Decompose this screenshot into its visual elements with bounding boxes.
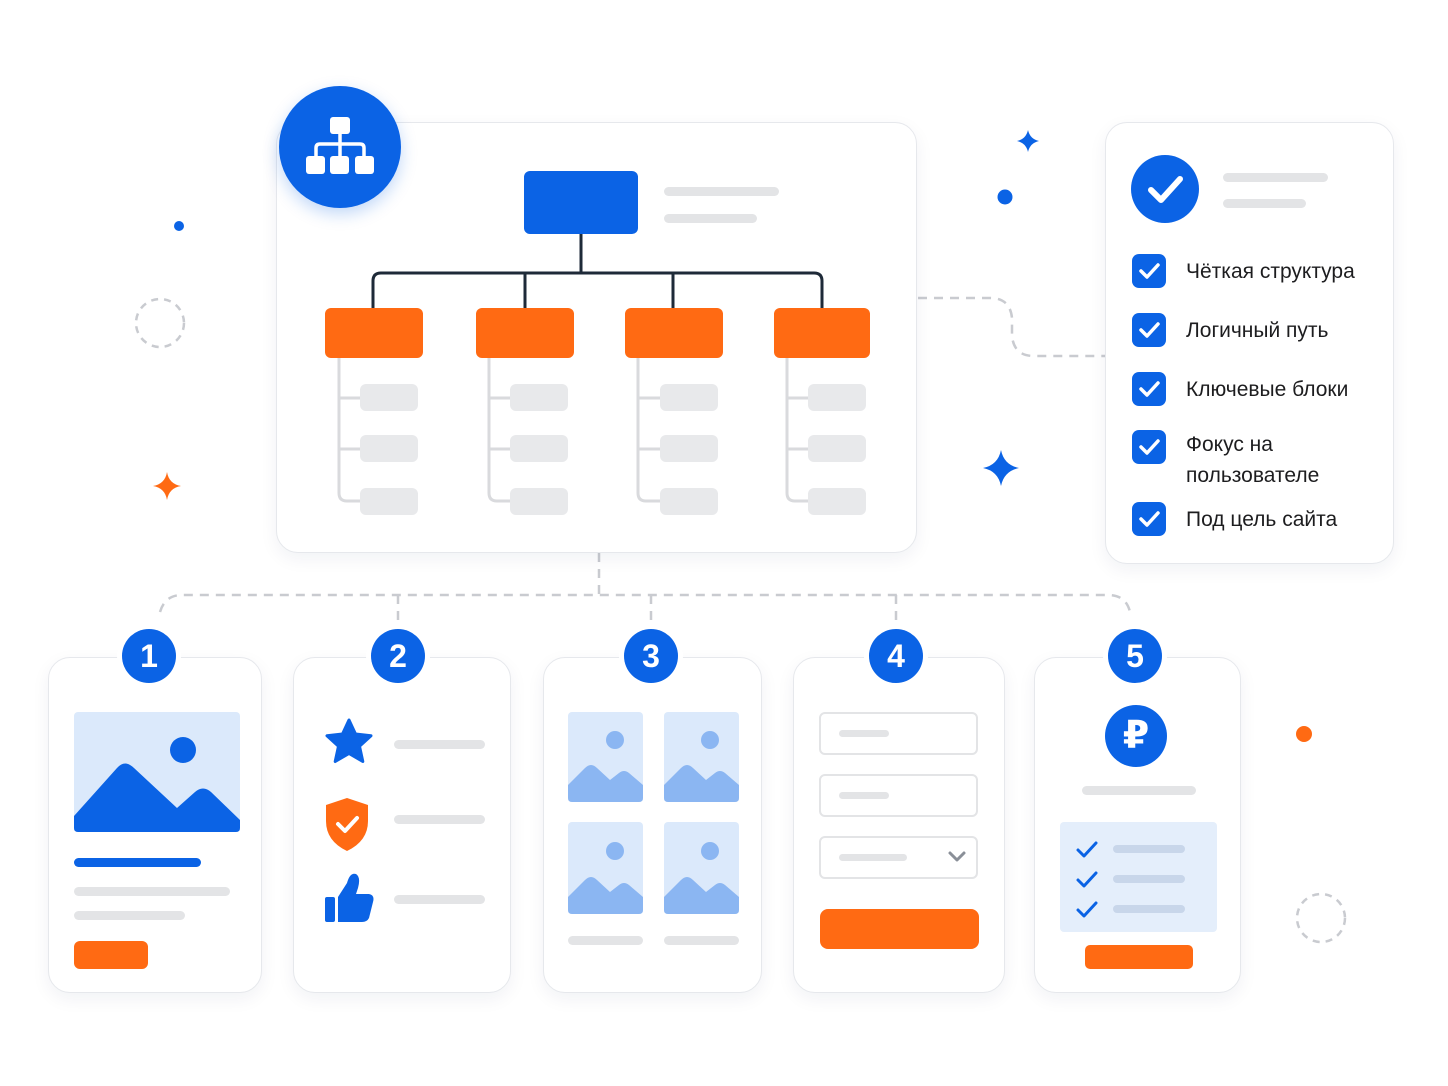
sub-branch <box>487 358 510 503</box>
placeholder-line <box>664 214 757 223</box>
checkbox-icon <box>1132 430 1166 464</box>
placeholder-line <box>1223 199 1306 208</box>
sub-node <box>360 488 418 515</box>
placeholder-line <box>74 887 230 896</box>
submit-button <box>820 909 979 949</box>
placeholder-line <box>664 936 739 945</box>
placeholder-line <box>664 187 779 196</box>
placeholder-line <box>1223 173 1328 182</box>
cta-button <box>74 941 148 969</box>
sitemap-child-node <box>625 308 723 358</box>
form-field <box>819 712 978 755</box>
sub-node <box>808 435 866 462</box>
step-card-gallery <box>543 657 762 993</box>
ruble-icon: ₽ <box>1105 705 1167 767</box>
step-card-pricing: ₽ <box>1034 657 1241 993</box>
checkbox-icon <box>1132 254 1166 288</box>
placeholder-line <box>394 815 485 824</box>
dashed-circle-right <box>1295 892 1347 944</box>
sitemap-child-node <box>325 308 423 358</box>
form-field <box>819 774 978 817</box>
checkbox-icon <box>1132 372 1166 406</box>
sub-node <box>510 384 568 411</box>
sitemap-root-node <box>524 171 638 234</box>
sitemap-child-node <box>774 308 870 358</box>
placeholder-line <box>839 730 889 737</box>
checklist-panel: Чёткая структура Логичный путь Ключевые … <box>1105 122 1394 564</box>
thumbs-up-icon <box>325 873 374 922</box>
placeholder-line <box>74 911 185 920</box>
sub-node <box>660 435 718 462</box>
sub-node <box>510 488 568 515</box>
sub-node <box>808 488 866 515</box>
sub-node <box>808 384 866 411</box>
placeholder-line <box>394 895 485 904</box>
placeholder-line <box>1082 786 1196 795</box>
image-icon <box>568 712 643 802</box>
sub-node <box>360 384 418 411</box>
sparkle-icon <box>153 472 181 500</box>
placeholder-line <box>839 792 889 799</box>
step-badge-5: 5 <box>1108 629 1162 683</box>
star-icon <box>325 718 373 763</box>
checklist-item-label: Логичный путь <box>1186 319 1329 342</box>
sitemap-card <box>276 122 917 553</box>
sub-node <box>510 435 568 462</box>
sub-node <box>360 435 418 462</box>
dot-blue <box>997 189 1013 205</box>
placeholder-line <box>394 740 485 749</box>
chevron-down-icon <box>948 851 966 862</box>
dashed-circle-left <box>134 297 186 349</box>
checklist-item-label: Под цель сайта <box>1186 508 1338 531</box>
sitemap-icon <box>306 117 374 174</box>
checkbox-icon <box>1132 502 1166 536</box>
check-icon <box>1076 901 1098 918</box>
checklist-item-label: Фокус на пользователе <box>1186 433 1320 487</box>
step-badge-3: 3 <box>624 629 678 683</box>
checklist-item-label: Чёткая структура <box>1186 260 1355 283</box>
step-card-benefits <box>293 657 511 993</box>
tree-connector <box>371 234 824 309</box>
connector-to-steps <box>158 553 1132 628</box>
placeholder-line <box>1113 905 1185 913</box>
image-icon <box>664 712 739 802</box>
step-badge-1: 1 <box>122 629 176 683</box>
step-card-form <box>793 657 1005 993</box>
sub-branch <box>337 358 360 503</box>
placeholder-line <box>839 854 907 861</box>
step-badge-2: 2 <box>371 629 425 683</box>
sparkle-icon <box>983 450 1019 486</box>
dot-blue-small <box>174 221 184 231</box>
sub-node <box>660 488 718 515</box>
image-icon <box>568 822 643 914</box>
sparkle-icon <box>1017 130 1039 152</box>
connector-to-checklist <box>918 296 1106 358</box>
sub-node <box>660 384 718 411</box>
buy-button <box>1085 945 1193 969</box>
sitemap-tree <box>325 171 870 515</box>
step-badge-4: 4 <box>869 629 923 683</box>
placeholder-line <box>1113 875 1185 883</box>
check-circle-icon <box>1131 155 1199 223</box>
title-bar <box>74 858 201 867</box>
sitemap-badge <box>279 86 401 208</box>
sitemap-child-node <box>476 308 574 358</box>
check-icon <box>1076 871 1098 888</box>
step-card-hero <box>48 657 262 993</box>
checkbox-icon <box>1132 313 1166 347</box>
placeholder-line <box>568 936 643 945</box>
placeholder-line <box>1113 845 1185 853</box>
sub-branch <box>636 358 660 503</box>
dot-orange <box>1296 726 1312 742</box>
shield-check-icon <box>326 798 368 851</box>
image-icon <box>664 822 739 914</box>
checklist-item-label: Ключевые блоки <box>1186 378 1349 401</box>
check-icon <box>1076 841 1098 858</box>
sub-branch <box>785 358 808 503</box>
